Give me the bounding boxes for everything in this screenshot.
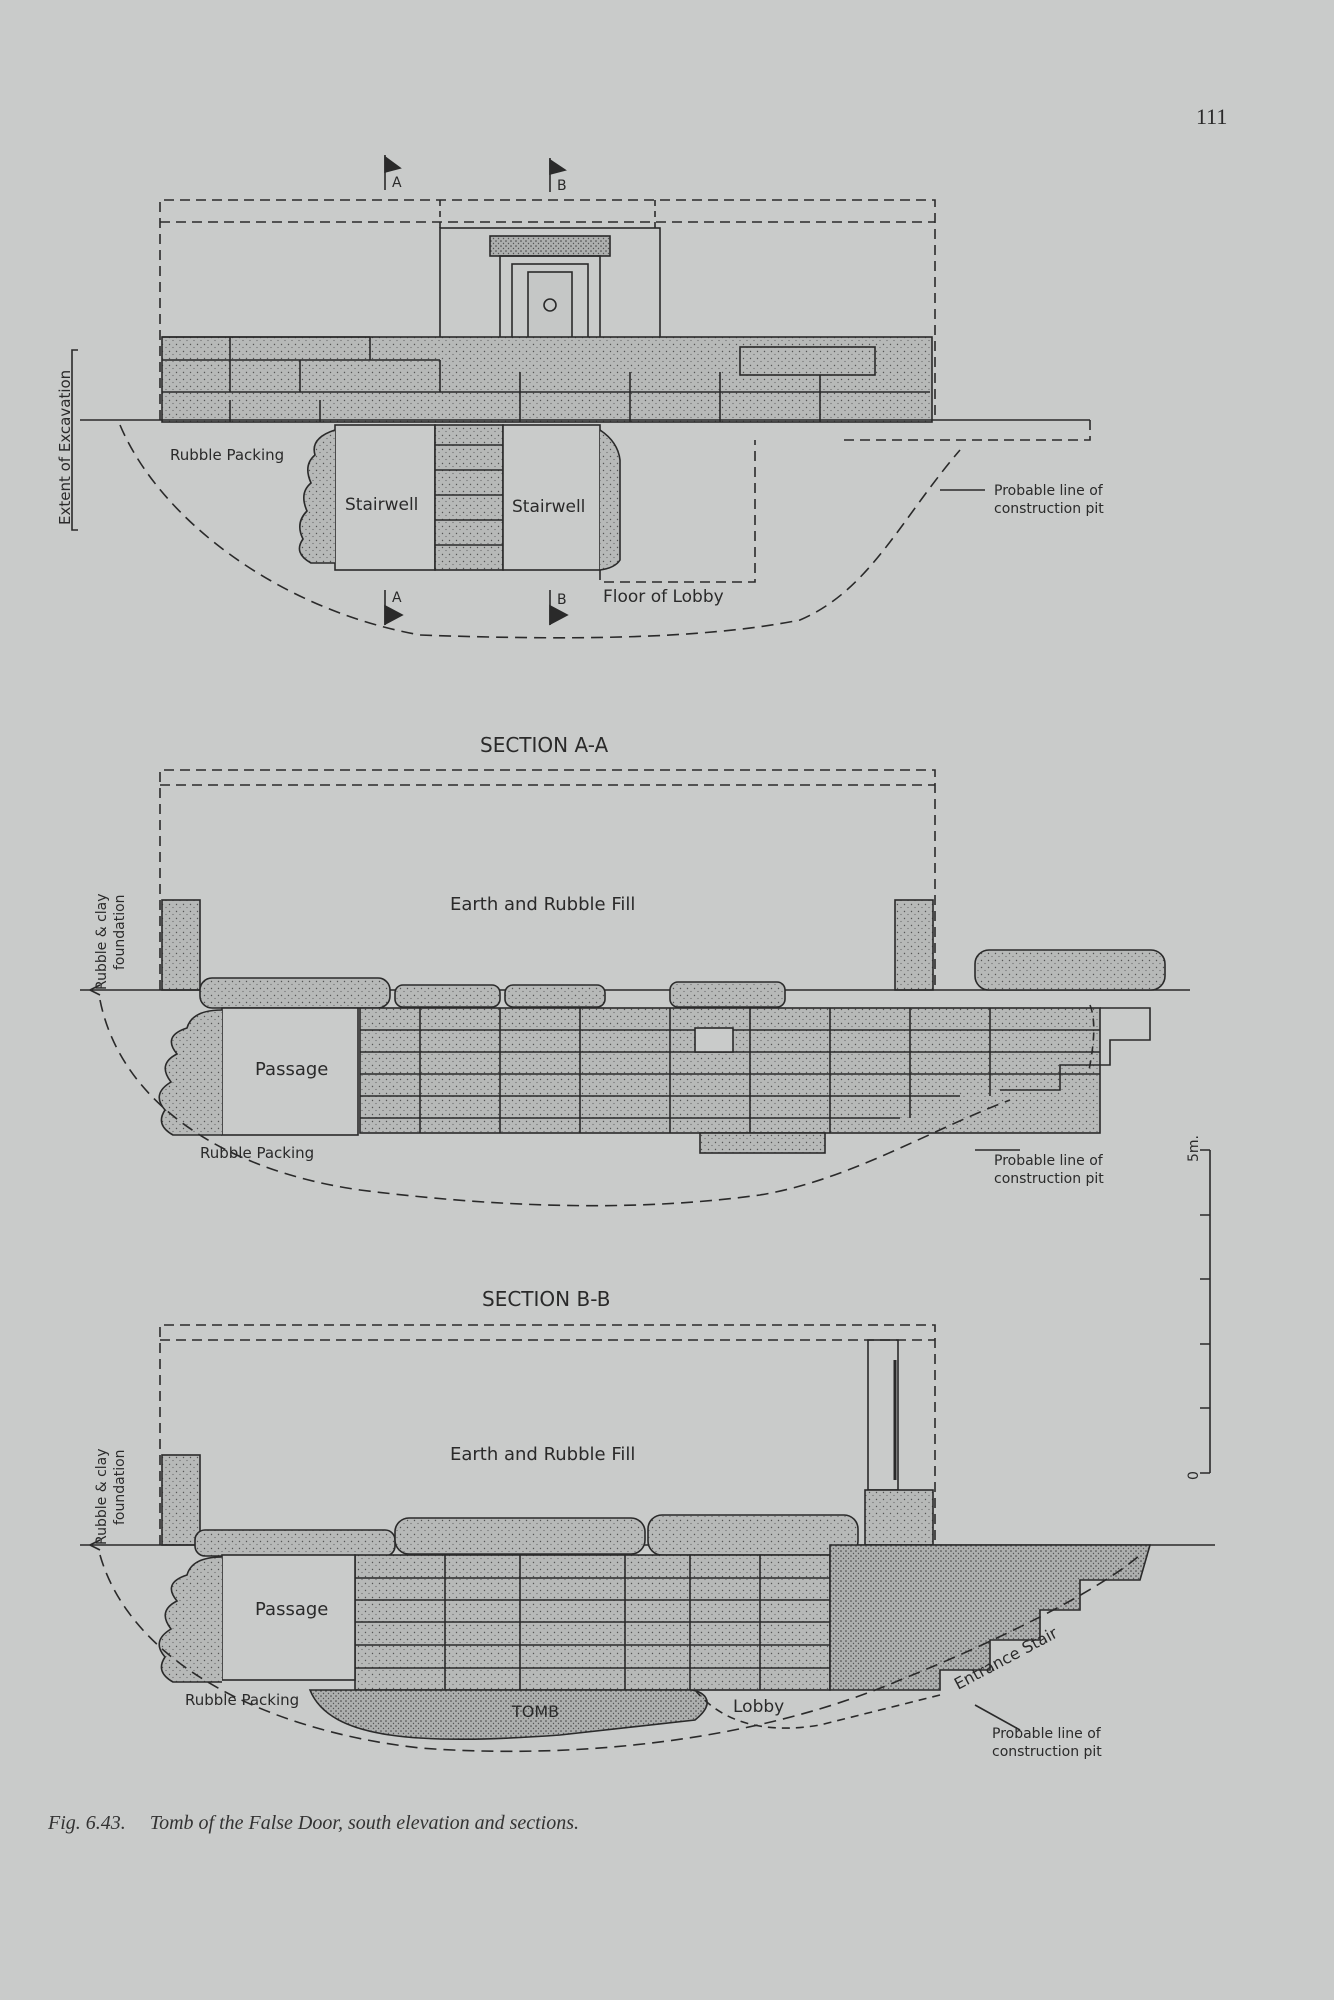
section-bb-pit-label-1: Probable line of — [992, 1726, 1102, 1742]
marker-a-label-top: A — [392, 175, 402, 191]
scale-label-bottom: 0 — [1186, 1471, 1202, 1480]
section-aa-fill-label: Earth and Rubble Fill — [450, 894, 635, 915]
marker-a-label-bottom: A — [392, 590, 402, 606]
section-bb-fill-label: Earth and Rubble Fill — [450, 1444, 635, 1465]
section-aa-rubble-packing-label: Rubble Packing — [200, 1144, 314, 1162]
marker-b-label-top: B — [557, 178, 567, 194]
section-bb-passage-label: Passage — [255, 1599, 328, 1620]
extent-of-excavation-label: Extent of Excavation — [56, 370, 74, 525]
marker-b-label-bottom: B — [557, 592, 567, 608]
rubble-packing-label: Rubble Packing — [170, 446, 284, 464]
section-aa-pit-label-2: construction pit — [994, 1171, 1104, 1187]
construction-pit-label-2: construction pit — [994, 501, 1104, 517]
section-bb-pit-label-2: construction pit — [992, 1744, 1102, 1760]
floor-of-lobby-label: Floor of Lobby — [603, 587, 724, 607]
stairwell-label-2: Stairwell — [512, 497, 585, 517]
section-marker-b-top — [549, 158, 567, 192]
section-bb-foundation-label-1: Rubble & clay — [94, 1448, 110, 1545]
section-aa-foundation-label-1: Rubble & clay — [94, 893, 110, 990]
section-bb-title: SECTION B-B — [482, 1287, 610, 1311]
figure-caption-text: Tomb of the False Door, south elevation … — [149, 1812, 580, 1834]
section-aa-pit-label-1: Probable line of — [994, 1153, 1104, 1169]
tomb-label: TOMB — [511, 1702, 559, 1721]
scale-bar — [1200, 1149, 1211, 1474]
section-aa-title: SECTION A-A — [480, 733, 608, 757]
construction-pit-label-1: Probable line of — [994, 483, 1104, 499]
section-bb — [80, 1324, 1215, 1753]
section-marker-a-top — [384, 155, 402, 190]
figure-caption: Fig. 6.43. Tomb of the False Door, south … — [48, 1812, 579, 1835]
figure-number: Fig. 6.43. — [48, 1812, 126, 1834]
lobby-label: Lobby — [733, 1697, 784, 1717]
page-number: 111 — [1196, 104, 1228, 129]
section-aa-foundation-label-2: foundation — [112, 894, 128, 970]
section-aa — [80, 769, 1190, 1207]
scale-label-top: 5m. — [1186, 1135, 1202, 1162]
section-bb-foundation-label-2: foundation — [112, 1449, 128, 1525]
south-elevation — [71, 155, 1091, 639]
section-marker-a-bottom — [384, 590, 404, 626]
section-marker-b-bottom — [549, 590, 569, 626]
section-bb-rubble-packing-label: Rubble Packing — [185, 1691, 299, 1709]
section-aa-passage-label: Passage — [255, 1059, 328, 1080]
stairwell-label-1: Stairwell — [345, 495, 418, 515]
